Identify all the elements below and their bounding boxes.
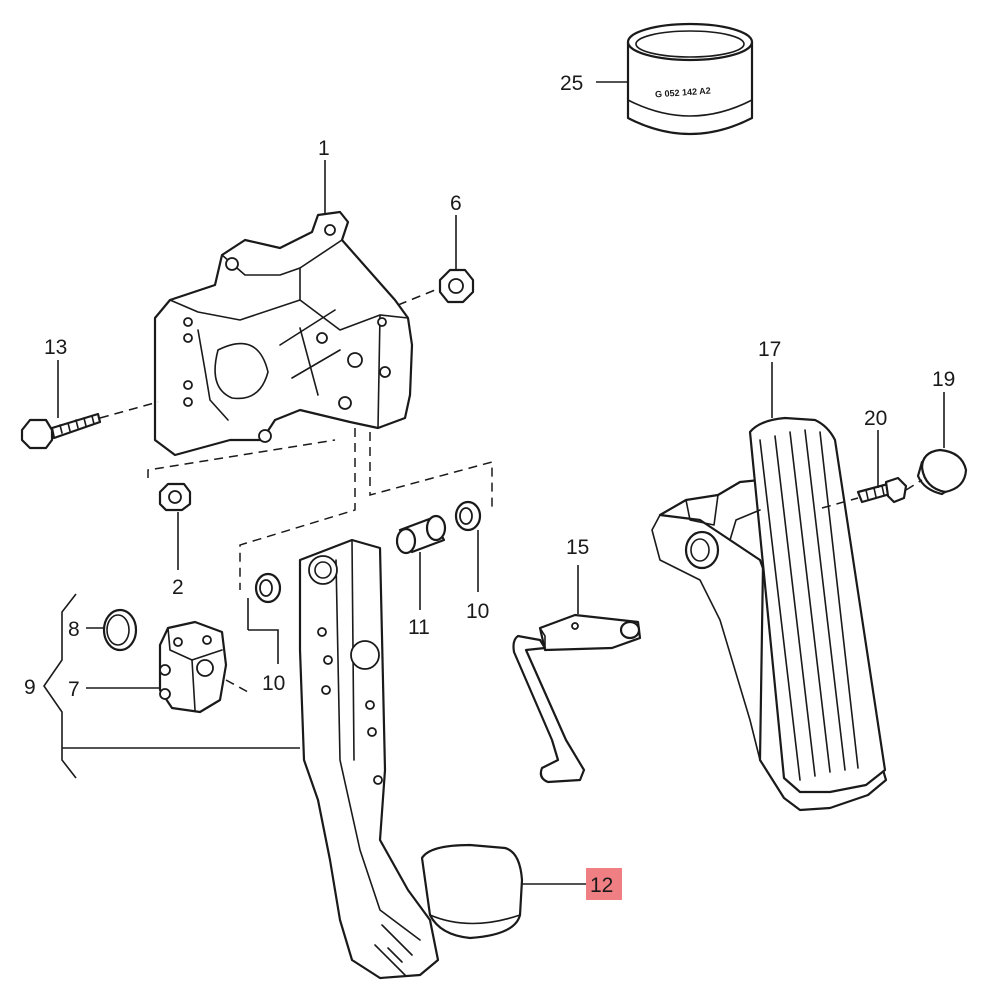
part-17-accelerator-pedal <box>651 416 888 812</box>
part-10-bushing-right <box>454 500 482 532</box>
part-10-bushing-left <box>254 572 282 604</box>
callout-13: 13 <box>44 336 67 359</box>
part-20-screw <box>856 476 908 504</box>
pedal-arm <box>298 538 440 980</box>
callout-9: 9 <box>24 676 36 699</box>
callout-15: 15 <box>566 536 589 559</box>
callout-25: 25 <box>560 72 583 95</box>
callout-19: 19 <box>932 368 955 391</box>
part-25-stamp: G 052 142 A2 <box>655 86 711 100</box>
callout-11: 11 <box>408 616 430 639</box>
part-1-bracket <box>153 210 414 457</box>
part-12-highlight <box>586 868 622 900</box>
callout-20: 20 <box>864 407 887 430</box>
part-7-bearing-block <box>158 620 228 714</box>
part-25-sleeve: G 052 142 A2 <box>626 22 754 136</box>
part-11-sleeve <box>395 514 447 555</box>
callout-2: 2 <box>172 576 184 599</box>
part-13-bolt <box>20 412 102 450</box>
part-8-washer <box>102 608 138 652</box>
callout-17: 17 <box>758 338 781 361</box>
callout-12: 12 <box>590 874 613 897</box>
part-12-pedal-pad <box>420 843 524 940</box>
callout-8: 8 <box>68 618 80 641</box>
callout-10b: 10 <box>466 600 489 623</box>
part-2-nut <box>158 482 192 512</box>
part-19-cap <box>916 448 968 496</box>
callout-10a: 10 <box>262 672 285 695</box>
callout-7: 7 <box>68 678 80 701</box>
callout-1: 1 <box>318 137 330 160</box>
callout-6: 6 <box>450 192 462 215</box>
part-15-rod <box>512 613 642 784</box>
part-6-nut <box>438 268 475 304</box>
